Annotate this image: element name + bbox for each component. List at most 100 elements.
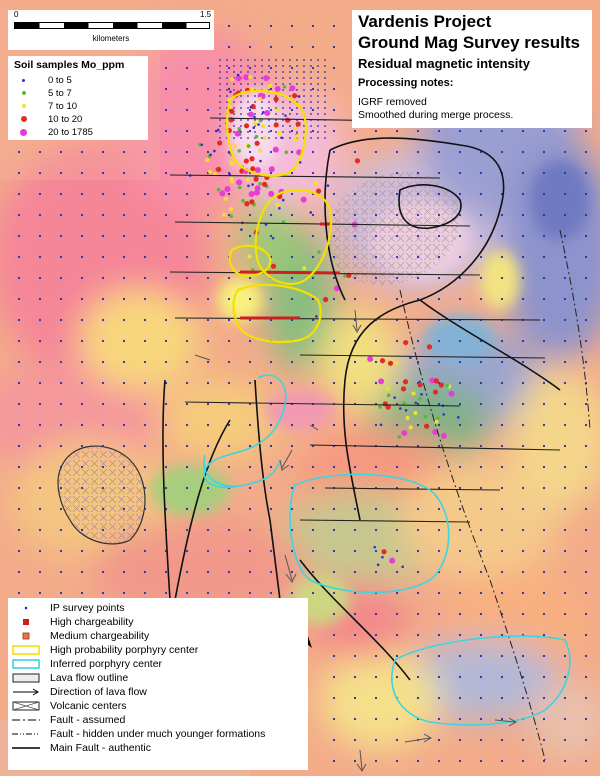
ip-point [332,423,336,427]
ip-point [290,108,294,112]
soil-sample-point [417,397,422,401]
ip-point [164,486,168,490]
high-chargeability-icon [10,616,42,628]
ip-point [233,113,235,115]
ip-point [542,591,546,595]
ip-point [324,137,326,139]
ip-point [185,213,189,217]
ip-point [332,633,336,637]
ip-point [500,507,504,511]
ip-point [584,633,588,637]
ip-point [500,570,504,574]
ip-point [311,507,315,511]
volcanic-center-icon [10,700,42,712]
ip-point [584,234,588,238]
ip-point [311,570,315,574]
ip-point [500,234,504,238]
ip-point [282,131,284,133]
ip-point [416,213,420,217]
ip-point [206,549,210,553]
ip-point [268,125,270,127]
ip-point [353,192,357,196]
inferred-porphyry-centers [203,374,571,726]
ip-point [17,465,21,469]
ip-point [275,77,277,79]
ip-point [227,381,231,385]
ip-point [17,339,21,343]
ip-point [479,717,483,721]
ip-point [542,150,546,154]
ip-point [269,150,273,154]
ip-point [332,108,336,112]
ip-point [317,59,319,61]
ip-point [332,171,336,175]
ip-point [353,528,357,532]
ip-point [353,171,357,175]
ip-point [289,101,291,103]
ip-point [164,192,168,196]
ip-point [374,528,378,532]
soil-sample-point [386,393,391,398]
soil-sample-point [237,185,242,190]
soil-sample-point [343,274,347,278]
ip-point [247,65,249,67]
ip-point [542,381,546,385]
ip-point [584,360,588,364]
ip-point [542,192,546,196]
ip-point [317,71,319,73]
ip-point [233,107,235,109]
ip-point [479,570,483,574]
ip-point [500,213,504,217]
ip-point [164,66,168,70]
soil-sample-point [292,125,297,130]
ip-point [332,234,336,238]
ip-point [584,444,588,448]
ip-point [240,107,242,109]
ip-point [38,276,42,280]
ip-point [269,444,273,448]
ip-point [185,360,189,364]
soil-sample-point [258,96,263,101]
ip-point [353,654,357,658]
soil-sample-point [378,378,385,385]
ip-point [143,549,147,553]
ip-point [101,507,105,511]
ip-point [479,591,483,595]
ip-point [269,549,273,553]
ip-point [38,570,42,574]
ip-point [542,255,546,259]
ip-point [248,297,252,301]
ip-point [206,297,210,301]
ip-point [324,65,326,67]
ip-point [80,507,84,511]
ip-point [437,339,441,343]
ip-point [542,444,546,448]
ip-point [500,738,504,742]
dot-icon [22,91,26,95]
ip-point [584,339,588,343]
ip-point [233,71,235,73]
legend-label: Fault - assumed [50,714,126,726]
soil-sample-point [264,223,268,226]
ip-point [143,381,147,385]
ip-point [268,131,270,133]
ip-point [122,339,126,343]
ip-point [122,570,126,574]
ip-point [269,234,273,238]
ip-point [206,276,210,280]
ip-point [80,486,84,490]
soil-sample-point [277,131,282,136]
main-fault-icon [10,742,42,754]
ip-point [563,570,567,574]
ip-point [542,738,546,742]
soil-sample-point [434,419,439,424]
ip-point [310,59,312,61]
soil-sample-point [254,167,261,174]
ip-point [80,318,84,322]
ip-point [310,125,312,127]
soil-sample-point [409,356,412,360]
ip-point [38,486,42,490]
soil-sample-point [246,144,251,148]
ip-point [437,402,441,406]
ip-point [17,381,21,385]
